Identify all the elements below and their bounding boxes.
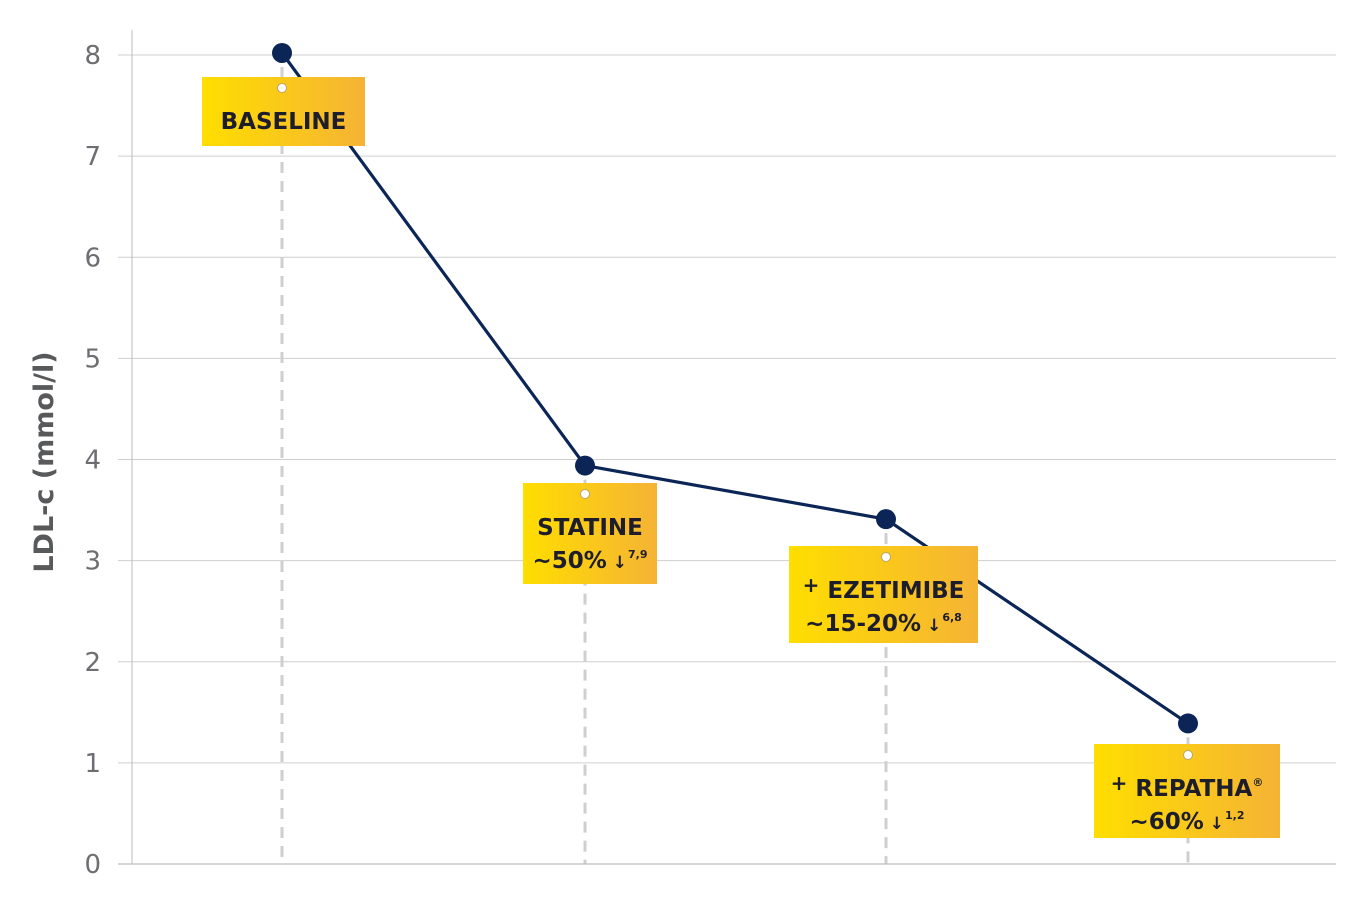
- annotation-title: REPATHA: [1135, 776, 1252, 802]
- registered-mark: ®: [1252, 776, 1263, 789]
- reference-superscript: 7,9: [628, 548, 648, 561]
- annotation-title-line: + REPATHA®: [1111, 771, 1264, 802]
- arrow-down-icon: ↓: [1210, 814, 1224, 834]
- annotation-boxes: BASELINESTATINE~50%↓7,9+EZETIMIBE~15-20%…: [202, 77, 1280, 838]
- y-tick-label: 8: [84, 41, 101, 71]
- annotation-title: STATINE: [537, 515, 643, 541]
- annotation-title-line: STATINE: [537, 515, 643, 541]
- plus-sign: +: [1111, 771, 1128, 795]
- pin-icon: [881, 552, 891, 562]
- reduction-value: ~60%: [1129, 809, 1203, 835]
- y-tick-label: 3: [84, 547, 101, 577]
- annotation-reduction-line: ~15-20% ↓6,8: [805, 611, 962, 637]
- reduction-value: ~15-20%: [805, 611, 921, 637]
- annotation-box-bg: [789, 546, 978, 643]
- arrow-down-icon: ↓: [613, 553, 627, 573]
- pin-icon: [580, 489, 590, 499]
- axes: 0 1 2 3 4 5 6 7 8: [84, 30, 1336, 880]
- y-tick-label: 7: [84, 142, 101, 172]
- y-tick-label: 2: [84, 648, 101, 678]
- annotation-box: + REPATHA® ~60% ↓1,2: [1094, 744, 1280, 838]
- annotation-title-line: + EZETIMIBE: [803, 573, 965, 604]
- y-axis-title: LDL-c (mmol/l): [29, 351, 60, 572]
- series-line: [280, 52, 1189, 725]
- pin-icon: [277, 83, 287, 93]
- annotation-box: BASELINE: [202, 77, 365, 146]
- reduction-value: ~50%: [532, 548, 606, 574]
- data-point: [575, 455, 595, 476]
- annotation-box: + EZETIMIBE ~15-20% ↓6,8: [789, 546, 978, 643]
- annotation-reduction-line: ~50% ↓7,9: [532, 548, 647, 574]
- y-tick-label: 0: [84, 850, 101, 880]
- gridlines: [118, 54, 1336, 764]
- reference-superscript: 1,2: [1225, 809, 1245, 822]
- series-line-path: [280, 52, 1189, 725]
- y-tick-label: 5: [84, 344, 101, 374]
- y-tick-label: 1: [84, 749, 101, 779]
- pin-icon: [1183, 750, 1193, 760]
- arrow-down-icon: ↓: [927, 616, 941, 636]
- category-guides: [280, 66, 1190, 864]
- data-point: [1178, 713, 1198, 734]
- y-tick-label: 6: [84, 243, 101, 273]
- y-tick-label: 4: [84, 446, 101, 476]
- annotation-box-bg: [523, 483, 657, 584]
- data-point: [272, 42, 292, 63]
- reference-superscript: 6,8: [942, 611, 962, 624]
- annotation-title: EZETIMIBE: [827, 578, 964, 604]
- annotation-title: BASELINE: [221, 109, 347, 135]
- annotation-reduction-line: ~60% ↓1,2: [1129, 809, 1244, 835]
- data-point: [876, 509, 896, 530]
- plus-sign: +: [803, 573, 820, 597]
- annotation-title-line: BASELINE: [221, 109, 347, 135]
- data-points: [272, 42, 1198, 734]
- annotation-box: STATINE ~50% ↓7,9: [523, 483, 657, 584]
